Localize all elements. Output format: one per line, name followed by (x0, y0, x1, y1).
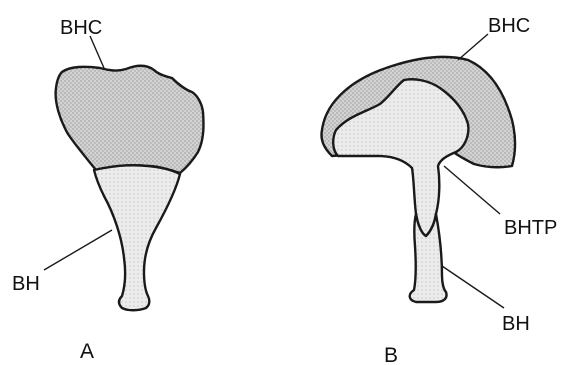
panel-b-cap-label: BHC (488, 15, 530, 37)
panel-b-cap-leader-line (458, 34, 488, 60)
panel-b-plate-label: BHTP (504, 217, 557, 239)
panel-a-cap-leader-line (90, 36, 104, 68)
panel-a-shaft-leader-line (44, 230, 112, 270)
panel-a-stalk-shape (94, 165, 180, 310)
panel-a-cap-shape (56, 66, 204, 173)
panel-a-shaft-label: BH (12, 273, 40, 295)
panel-a-cap-label: BHC (60, 17, 102, 39)
panel-a-panel-label: A (80, 340, 94, 363)
panel-a: BHC BH A (12, 17, 203, 363)
panel-b-panel-label: B (384, 344, 398, 365)
panel-b: BHC BHTP BH B (321, 15, 557, 365)
panel-b-plate-leader-line (444, 166, 500, 214)
panel-b-shaft-label: BH (502, 313, 530, 335)
panel-b-shaft-leader-line (442, 266, 504, 308)
